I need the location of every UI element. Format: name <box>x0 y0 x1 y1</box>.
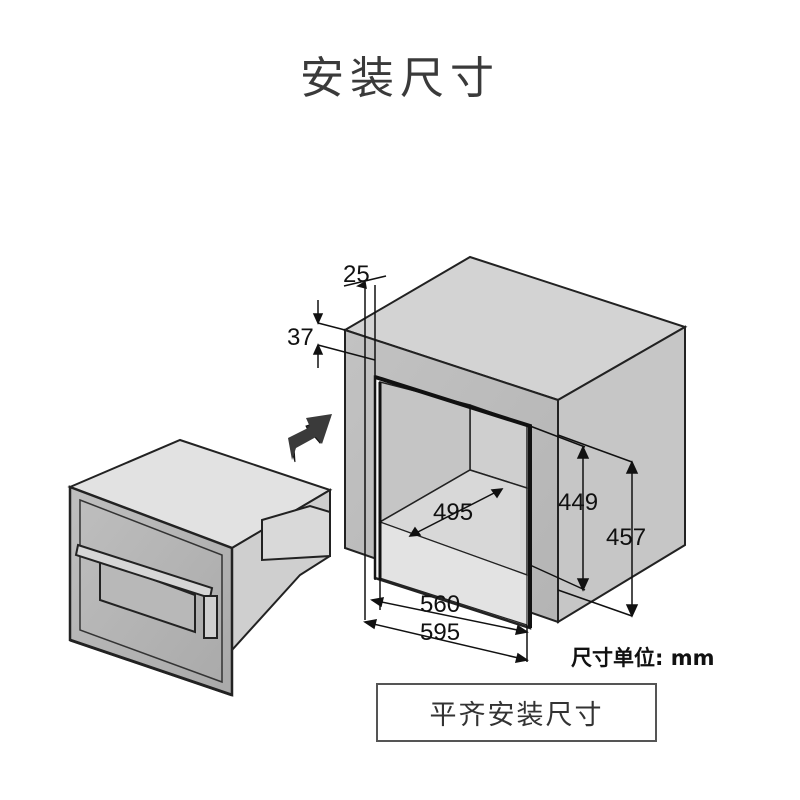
dim-label-595: 595 <box>420 619 460 646</box>
dim-label-457: 457 <box>606 524 646 551</box>
insert-arrow-icon <box>288 414 332 463</box>
dim-label-449: 449 <box>558 489 598 516</box>
oven-appliance <box>67 438 333 697</box>
caption-box: 平齐安装尺寸 <box>376 683 657 742</box>
dim-label-25: 25 <box>343 261 370 288</box>
page-title: 安装尺寸 <box>300 53 500 104</box>
dim-label-560: 560 <box>420 591 460 618</box>
dim-label-495: 495 <box>433 499 473 526</box>
unit-label: 尺寸单位: mm <box>571 646 715 670</box>
dim-label-37: 37 <box>287 324 314 351</box>
caption-text: 平齐安装尺寸 <box>429 700 604 731</box>
dimension-lines <box>312 275 639 663</box>
cabinet-niche <box>342 255 688 630</box>
